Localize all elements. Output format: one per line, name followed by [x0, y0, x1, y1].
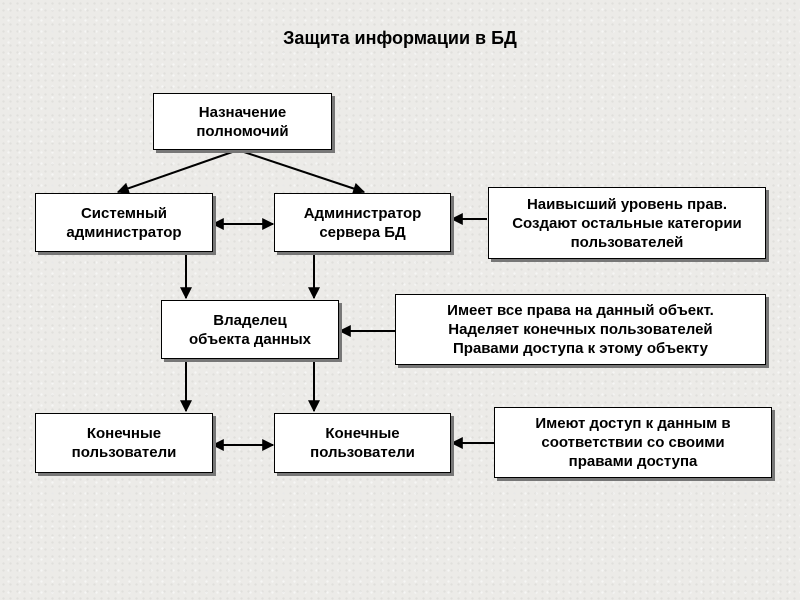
data-owner-box: Владелец объекта данных — [161, 300, 339, 359]
data-owner-label: Владелец объекта данных — [188, 311, 311, 348]
end-users-note-label: Имеют доступ к данным в соответствии со … — [535, 415, 731, 470]
page-title: Защита информации в БД — [283, 28, 517, 48]
server-admin-label: Администратор сервера БД — [303, 204, 422, 241]
end-users-left-box: Конечные пользователи — [35, 413, 213, 473]
server-admin-note-box: Наивысший уровень прав. Создают остальны… — [488, 187, 766, 259]
assign-permissions-label: Назначение полномочий — [196, 103, 289, 140]
data-owner-note-box: Имеет все права на данный объект. Наделя… — [395, 294, 766, 365]
assign-permissions-box: Назначение полномочий — [153, 93, 332, 150]
data-owner-note-label: Имеет все права на данный объект. Наделя… — [447, 302, 714, 357]
arrow-assign-to-server-admin — [237, 149, 366, 195]
arrow-assign-to-sysadmin — [116, 149, 239, 195]
system-admin-box: Системный администратор — [35, 193, 213, 252]
server-admin-box: Администратор сервера БД — [274, 193, 451, 252]
end-users-left-label: Конечные пользователи — [71, 425, 177, 461]
end-users-right-box: Конечные пользователи — [274, 413, 451, 473]
server-admin-note-label: Наивысший уровень прав. Создают остальны… — [512, 195, 742, 251]
end-users-note-box: Имеют доступ к данным в соответствии со … — [494, 407, 772, 478]
system-admin-label: Системный администратор — [66, 204, 182, 241]
end-users-right-label: Конечные пользователи — [310, 425, 415, 461]
